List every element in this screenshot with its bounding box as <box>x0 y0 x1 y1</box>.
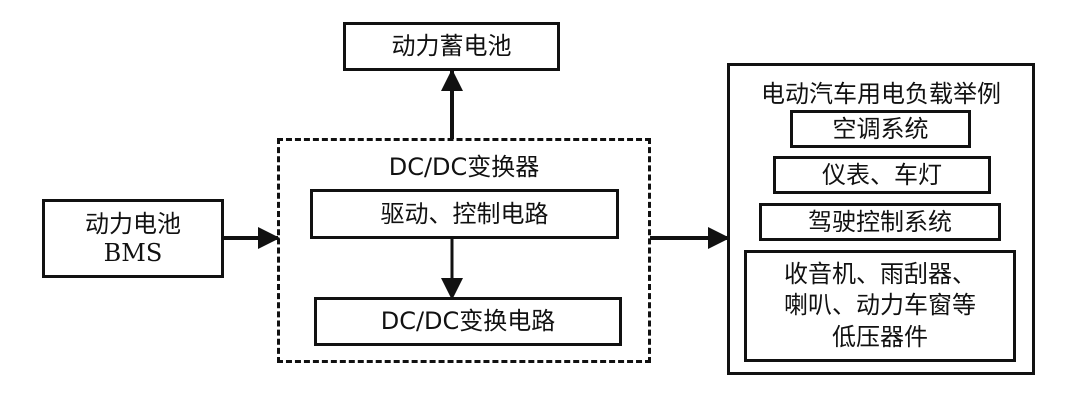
battery-storage-label: 动力蓄电池 <box>391 32 512 61</box>
drive-control-circuit-label: 驱动、控制电路 <box>380 199 549 228</box>
load-item-air-conditioning: 空调系统 <box>790 110 971 148</box>
load-item-low-voltage-devices: 收音机、雨刮器、 喇叭、动力车窗等 低压器件 <box>744 250 1016 362</box>
battery-storage-box: 动力蓄电池 <box>343 22 560 71</box>
load-item-label: 空调系统 <box>832 114 929 143</box>
loads-panel-title: 电动汽车用电负载举例 <box>761 80 1001 108</box>
dcdc-converter-group <box>277 138 651 363</box>
battery-bms-label-line2: BMS <box>103 238 163 267</box>
dcdc-conversion-circuit-box: DC/DC变换电路 <box>314 297 622 346</box>
load-item-driving-control: 驾驶控制系统 <box>759 203 1001 241</box>
drive-control-circuit-box: 驱动、控制电路 <box>310 189 619 239</box>
dcdc-conversion-circuit-label: DC/DC变换电路 <box>380 307 556 336</box>
low-voltage-line3: 低压器件 <box>832 322 928 351</box>
low-voltage-line1: 收音机、雨刮器、 <box>784 260 976 289</box>
low-voltage-line2: 喇叭、动力车窗等 <box>784 291 976 320</box>
battery-bms-label-line1: 动力电池 <box>85 209 181 238</box>
battery-bms-box: 动力电池 BMS <box>42 199 224 278</box>
load-item-instruments-lights: 仪表、车灯 <box>773 156 991 194</box>
load-item-label: 驾驶控制系统 <box>808 207 952 236</box>
load-item-label: 仪表、车灯 <box>822 160 942 189</box>
dcdc-converter-title: DC/DC变换器 <box>388 153 540 181</box>
